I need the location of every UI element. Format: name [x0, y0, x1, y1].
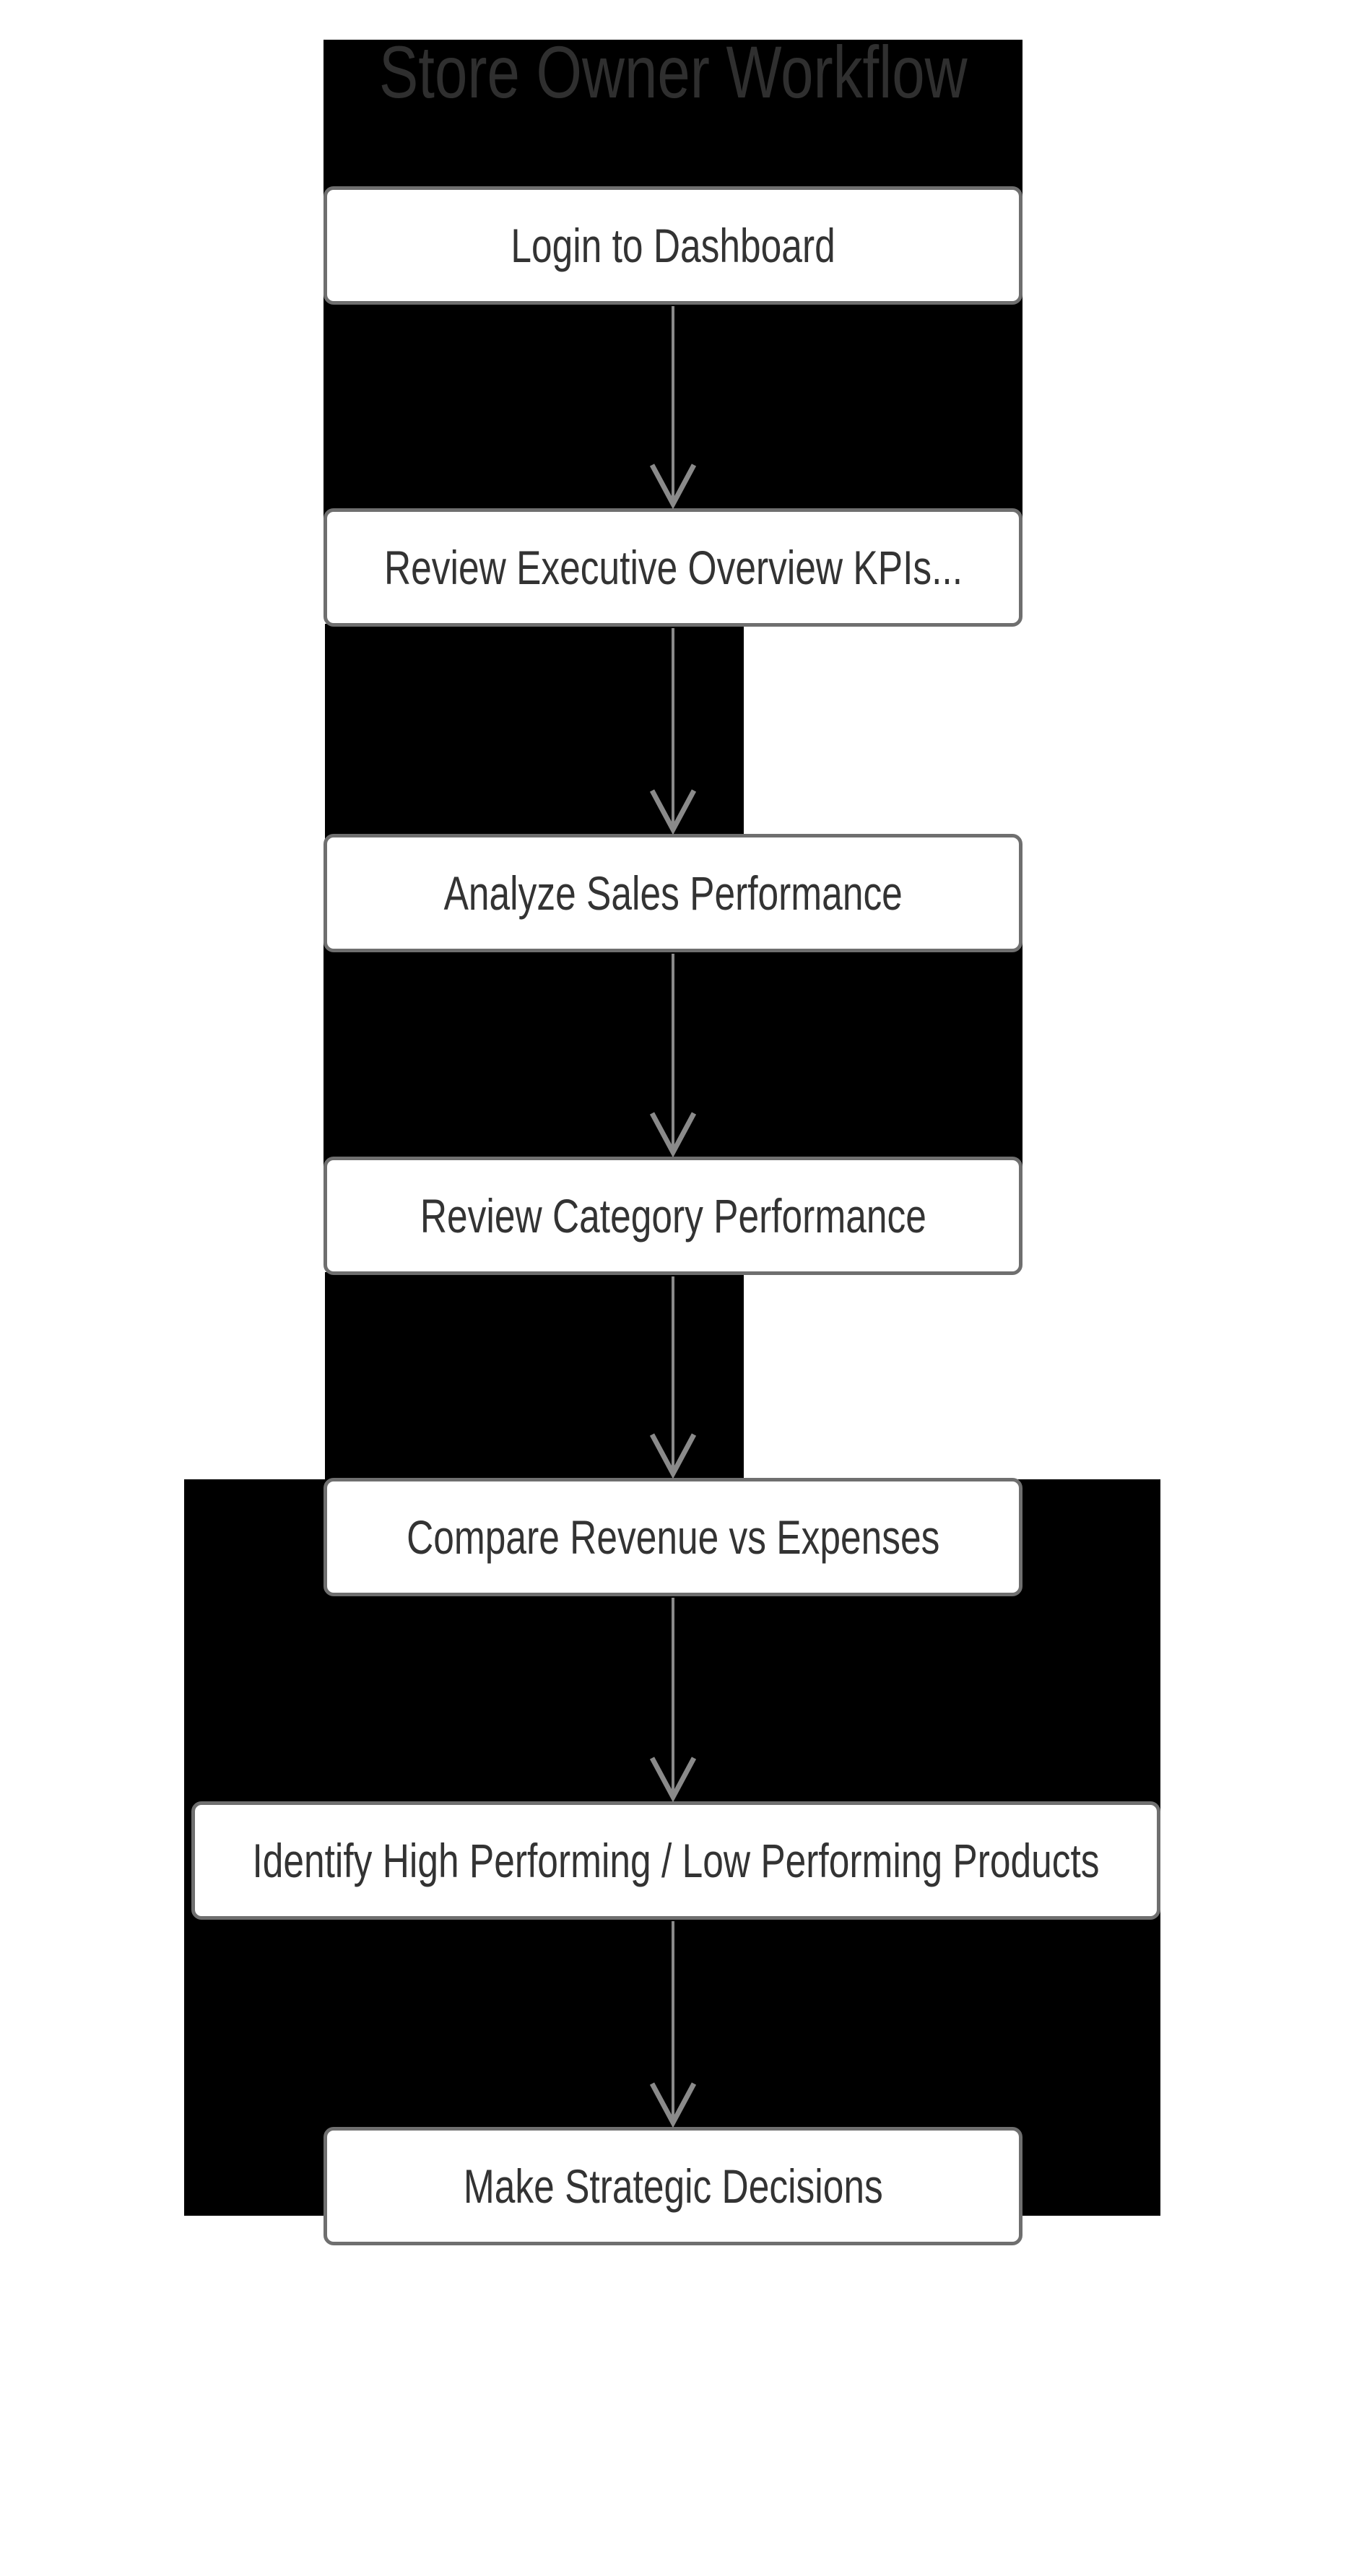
- node-label: Login to Dashboard: [511, 219, 835, 272]
- arrow-head: [649, 1433, 697, 1479]
- arrow-head: [649, 464, 697, 510]
- flow-arrow-4: [649, 1276, 697, 1479]
- node-label: Identify High Performing / Low Performin…: [252, 1834, 1100, 1887]
- diagram-title: Store Owner Workflow: [324, 22, 1022, 123]
- node-label: Compare Revenue vs Expenses: [406, 1510, 940, 1564]
- flow-arrow-3: [649, 954, 697, 1158]
- node-label: Analyze Sales Performance: [443, 866, 903, 920]
- flow-arrow-2: [649, 628, 697, 835]
- arrow-head: [649, 1757, 697, 1803]
- node-identify-high-low-performing-products: Identify High Performing / Low Performin…: [191, 1801, 1160, 1920]
- node-make-strategic-decisions: Make Strategic Decisions: [324, 2127, 1022, 2245]
- node-label: Review Executive Overview KPIs...: [383, 541, 963, 594]
- node-analyze-sales-performance: Analyze Sales Performance: [324, 834, 1022, 952]
- arrow-head: [649, 789, 697, 835]
- node-compare-revenue-vs-expenses: Compare Revenue vs Expenses: [324, 1478, 1022, 1596]
- node-label: Review Category Performance: [420, 1189, 926, 1243]
- flow-arrow-5: [649, 1598, 697, 1803]
- flow-arrow-6: [649, 1921, 697, 2128]
- node-login-to-dashboard: Login to Dashboard: [324, 186, 1022, 305]
- flow-arrow-1: [649, 306, 697, 510]
- node-review-executive-overview-kpis: Review Executive Overview KPIs...: [324, 508, 1022, 627]
- node-label: Make Strategic Decisions: [463, 2159, 883, 2213]
- arrow-head: [649, 2082, 697, 2128]
- node-review-category-performance: Review Category Performance: [324, 1157, 1022, 1275]
- diagram-title-text: Store Owner Workflow: [378, 30, 968, 113]
- arrow-head: [649, 1112, 697, 1158]
